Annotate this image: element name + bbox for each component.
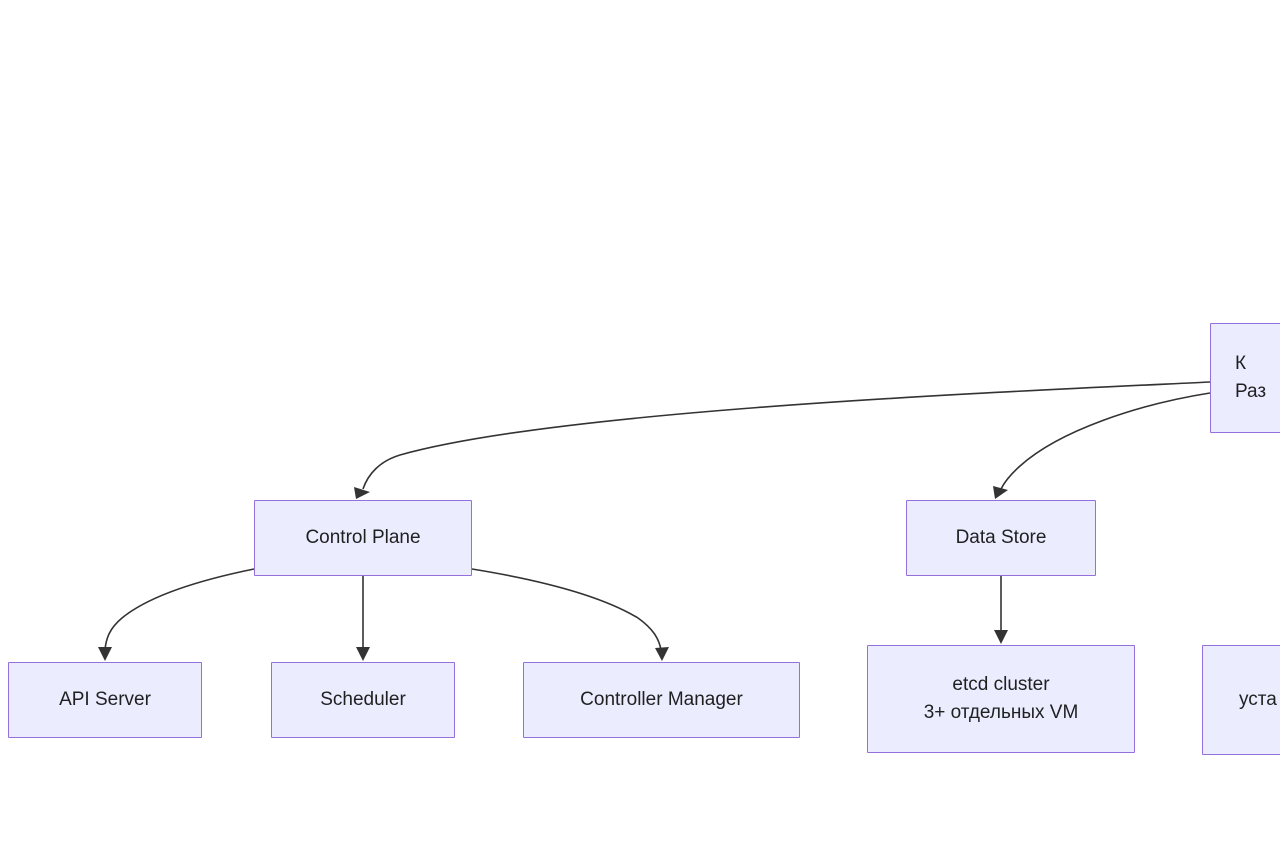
node-api-server[interactable]: API Server — [8, 662, 202, 738]
arrow-head-data-store-from-root — [993, 486, 1008, 499]
node-controller-manager[interactable]: Controller Manager — [523, 662, 800, 738]
node-control-plane[interactable]: Control Plane — [254, 500, 472, 576]
node-root-label-line2: Раз — [1235, 381, 1267, 402]
edge-root-to-control-plane — [362, 381, 1211, 490]
node-install[interactable]: уста — [1202, 645, 1280, 755]
node-etcd-label-line1: etcd cluster — [952, 674, 1050, 696]
node-etcd-cluster[interactable]: etcd cluster 3+ отдельных VM — [867, 645, 1135, 753]
node-data-store-label: Data Store — [955, 527, 1047, 549]
arrow-head-etcd — [994, 630, 1008, 644]
node-controller-manager-label: Controller Manager — [580, 689, 743, 711]
node-etcd-label-line2: 3+ отдельных VM — [923, 702, 1079, 723]
edge-control-plane-to-controller-manager — [471, 568, 662, 651]
arrow-head-control-plane-from-root — [354, 487, 370, 499]
node-install-label: уста — [1239, 689, 1277, 711]
node-root-label-line1: К — [1235, 353, 1247, 375]
node-scheduler[interactable]: Scheduler — [271, 662, 455, 738]
node-control-plane-label: Control Plane — [305, 527, 421, 549]
edge-root-to-data-store — [1000, 392, 1211, 490]
node-root[interactable]: К Раз — [1210, 323, 1280, 433]
arrow-head-scheduler — [356, 647, 370, 661]
node-api-server-label: API Server — [59, 689, 151, 711]
node-data-store[interactable]: Data Store — [906, 500, 1096, 576]
node-scheduler-label: Scheduler — [320, 689, 406, 711]
edge-control-plane-to-api-server — [104, 568, 255, 651]
arrow-head-controller-manager — [655, 647, 669, 661]
arrow-head-api-server — [98, 647, 112, 661]
